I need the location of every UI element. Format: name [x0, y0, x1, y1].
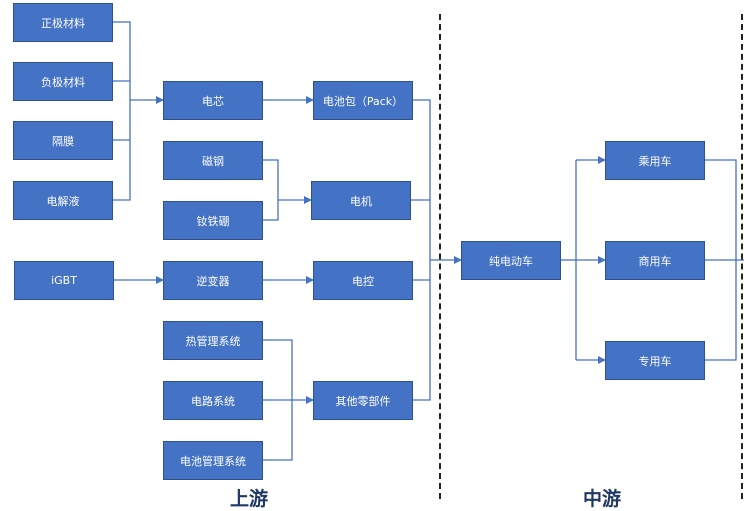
connector-separator-to-cell	[113, 100, 131, 141]
node-battery-pack: 电池包（Pack）	[313, 81, 413, 120]
node-ndfeb: 钕铁硼	[163, 201, 263, 240]
node-inverter: 逆变器	[163, 261, 263, 300]
connector-cathode-to-cell	[113, 21, 131, 100]
node-thermal-management: 热管理系统	[163, 321, 263, 360]
stage-label-midstream: 中游	[583, 488, 622, 510]
stage-label-upstream: 上游	[230, 488, 269, 510]
midstream-downstream-divider	[741, 14, 743, 499]
node-bms: 电池管理系统	[163, 441, 263, 480]
upstream-midstream-divider	[439, 14, 441, 499]
node-special-vehicle: 专用车	[605, 341, 705, 380]
node-magnetic-steel: 磁钢	[163, 141, 263, 180]
node-anode: 负极材料	[13, 62, 113, 101]
node-circuit-system: 电路系统	[163, 381, 263, 420]
node-igbt: iGBT	[14, 261, 114, 300]
node-electronic-control: 电控	[313, 261, 413, 300]
connector-electrolyte-to-cell	[113, 140, 131, 201]
node-cathode: 正极材料	[13, 3, 113, 42]
node-electrolyte: 电解液	[13, 181, 113, 220]
node-motor: 电机	[311, 181, 411, 220]
node-commercial-vehicle: 商用车	[605, 241, 705, 280]
node-bev: 纯电动车	[461, 241, 561, 280]
connector-magnetic-steel-to-motor	[263, 159, 279, 221]
node-separator: 隔膜	[13, 121, 113, 160]
node-passenger-car: 乘用车	[605, 141, 705, 180]
node-other-parts: 其他零部件	[313, 381, 413, 420]
node-cell: 电芯	[163, 81, 263, 120]
connector-pack-to-bev	[413, 99, 431, 401]
